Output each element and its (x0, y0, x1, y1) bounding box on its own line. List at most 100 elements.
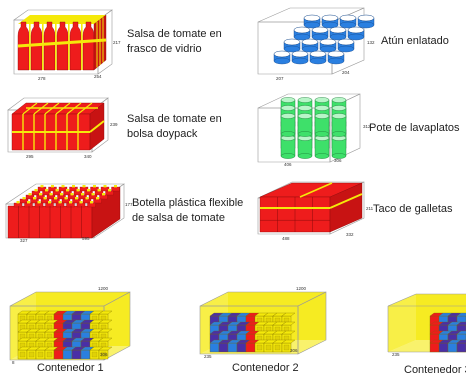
cargo-label (274, 344, 281, 351)
pallet-doypack: 239 295 340 (7, 97, 118, 159)
bottle-cap (55, 189, 59, 192)
bottle-top (58, 186, 68, 192)
dim-c2-b: 235 (204, 354, 212, 359)
cargo-box (227, 342, 238, 353)
pallet-botella: 177 327 595 (5, 183, 133, 243)
dim-atun-length: 207 (276, 76, 284, 81)
pot-bottom (280, 131, 296, 137)
bottle-cap (66, 189, 69, 192)
caption-botella: Botella plástica flexible de salsa de to… (132, 197, 246, 224)
pot-lid (331, 97, 347, 103)
bottle-top (30, 198, 39, 204)
pot-bottom (314, 131, 330, 137)
pot-lid (280, 113, 296, 119)
dim-atun-width: 204 (342, 70, 350, 75)
dim-doypack-length: 295 (26, 154, 34, 159)
bottle-top (79, 186, 89, 192)
bottle-top (66, 202, 75, 208)
bottle-top (45, 202, 54, 208)
cargo-box (245, 342, 256, 353)
cargo-top (281, 330, 296, 335)
bottle-top (72, 198, 81, 204)
bottle-top (34, 202, 44, 208)
can-bottom (347, 33, 365, 41)
dim-galletas-width: 332 (346, 232, 354, 237)
dim-doypack-height: 239 (110, 122, 118, 127)
can-lid (357, 14, 375, 22)
can-lid (347, 26, 365, 34)
pot-lid (331, 113, 347, 119)
bottle-top (69, 186, 78, 192)
bottle-cap (27, 201, 30, 204)
can-lid (311, 26, 329, 34)
container-2: 1200 235 306 (199, 286, 327, 359)
pot-bottom (297, 153, 313, 159)
can-bottom (291, 57, 309, 65)
can-bottom (301, 45, 319, 53)
can-bottom (327, 57, 345, 65)
bottle-cap (33, 197, 36, 200)
bottle-cap (114, 185, 117, 188)
can-bottom (357, 21, 375, 29)
cargo-top (281, 339, 296, 344)
cargo-top (98, 310, 113, 315)
caption-galletas: Taco de galletas (373, 203, 453, 215)
cargo-label (19, 351, 26, 358)
can-bottom (329, 33, 347, 41)
cargo-box (80, 349, 91, 360)
dim-galletas-length: 488 (282, 236, 290, 241)
bottle-cap (28, 193, 32, 196)
pot-lid (280, 105, 296, 111)
bottle-cap (79, 201, 83, 204)
bottle-cap (70, 193, 74, 196)
bottle-top (61, 198, 71, 204)
bottle-top (19, 198, 29, 204)
pot-lid (297, 105, 313, 111)
bottle-cap (69, 201, 72, 204)
can-lid (309, 50, 327, 58)
bottle-cap (16, 201, 20, 204)
bottle-cap (82, 185, 86, 188)
pot-lid (297, 97, 313, 103)
bottle-cap (49, 193, 53, 196)
bottle-cap (102, 193, 105, 196)
can-lid (337, 38, 355, 46)
bottle-cap (75, 197, 78, 200)
bottle-cap (22, 197, 26, 200)
dim-lavaplatos-width: 306 (334, 158, 342, 163)
jar (82, 21, 95, 71)
cargo-top (456, 330, 466, 335)
cargo-box (62, 349, 73, 360)
pot-bottom (331, 131, 347, 137)
bottle-cap (87, 189, 90, 192)
bottle-top (84, 190, 93, 196)
bottle-top (37, 186, 47, 192)
dim-frasco-width: 254 (94, 74, 102, 79)
bottle-cap (45, 189, 48, 192)
dim-c3-a: 235 (392, 352, 400, 357)
dim-galletas-height: 211 (366, 206, 374, 211)
pallet-lavaplatos: 312 406 306 (257, 93, 371, 167)
pot-lid (280, 97, 296, 103)
bottle-cap (51, 185, 54, 188)
bottle-cap (90, 201, 93, 204)
cargo-label (91, 351, 98, 358)
can-bottom (273, 57, 291, 65)
cargo-top (456, 312, 466, 317)
cargo-box (438, 342, 449, 353)
bottle-cap (96, 197, 99, 200)
bottle-top (111, 186, 120, 192)
bottle-top (48, 186, 57, 192)
can-lid (291, 50, 309, 58)
cargo-box (209, 342, 220, 353)
pot-bottom (280, 153, 296, 159)
pot-lid (331, 105, 347, 111)
bottle-top (46, 194, 56, 200)
can-lid (319, 38, 337, 46)
can-lid (301, 38, 319, 46)
can-lid (321, 14, 339, 22)
bottle-top (94, 190, 104, 196)
cargo-box (429, 342, 440, 353)
label-contenedor-2: Contenedor 2 (232, 362, 299, 373)
